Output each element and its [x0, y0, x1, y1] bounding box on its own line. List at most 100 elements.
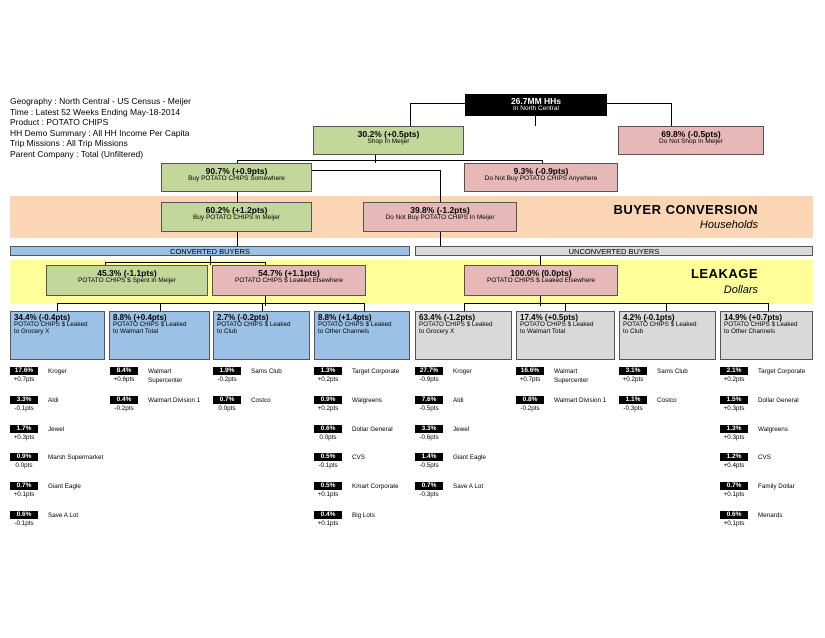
retailer-name: Kmart Corporate: [352, 483, 399, 490]
connector: [607, 103, 671, 104]
not-shop-box: 69.8% (-0.5pts) Do Not Shop In Meijer: [618, 126, 764, 155]
retailer-change: +0.4pts: [723, 462, 745, 469]
retailer-change: -0.3pts: [623, 405, 643, 412]
retailer-share: 1.5%: [720, 396, 748, 404]
retailer-change: -0.2pts: [114, 405, 134, 412]
retailer-change: +0.1pts: [317, 491, 339, 498]
node-label: Buy POTATO CHIPS Somewhere: [188, 174, 285, 182]
retailer-name: Walgreens: [352, 397, 382, 404]
retailer-share: 1.9%: [213, 367, 241, 375]
connector: [237, 232, 238, 246]
channel-value: 8.8% (+0.4pts): [113, 313, 167, 322]
connector: [440, 232, 441, 246]
channel-label: to Club: [623, 328, 643, 335]
retailer-change: +0.1pts: [317, 520, 339, 527]
channel-value: 34.4% (-0.4pts): [14, 313, 71, 322]
connector: [105, 262, 106, 265]
converted-buyers-header: CONVERTED BUYERS: [10, 246, 410, 256]
channel-box-grocery-unconverted: 63.4% (-1.2pts) POTATO CHIPS $ Leaked to…: [415, 311, 512, 360]
channel-label: to Other Channels: [724, 328, 776, 335]
channel-value: 4.2% (-0.1pts): [623, 313, 675, 322]
retailer-share: 0.7%: [415, 482, 443, 490]
retailer-share: 0.8%: [516, 396, 544, 404]
retailer-share: 8.4%: [110, 367, 138, 375]
retailer-share: 1.3%: [720, 425, 748, 433]
connector: [535, 116, 536, 126]
retailer-share: 0.7%: [213, 396, 241, 404]
shop-in-box: 30.2% (+0.5pts) Shop In Meijer: [313, 126, 464, 155]
channel-box-walmart-unconverted: 17.4% (+0.5pts) POTATO CHIPS $ Leaked to…: [516, 311, 615, 360]
node-label: POTATO CHIPS $ Spent in Meijer: [78, 276, 176, 284]
connector: [265, 296, 266, 306]
connector: [265, 262, 266, 265]
retailer-change: +0.2pts: [622, 376, 644, 383]
retailer-share: 0.6%: [10, 511, 38, 519]
retailer-name: Sams Club: [251, 368, 282, 375]
connector: [768, 303, 769, 311]
connector: [540, 256, 541, 265]
connector: [210, 256, 211, 265]
channel-box-club-unconverted: 4.2% (-0.1pts) POTATO CHIPS $ Leaked to …: [619, 311, 716, 360]
connector: [160, 303, 161, 311]
retailer-share: 0.7%: [10, 482, 38, 490]
node-value: 45.3% (-1.1pts): [97, 268, 157, 278]
retailer-name: Giant Eagle: [453, 454, 486, 461]
retailer-share: 3.1%: [619, 367, 647, 375]
geography-line: Geography : North Central - US Census - …: [10, 96, 191, 106]
retailer-name: Walgreens: [758, 426, 788, 433]
node-label: POTATO CHIPS $ Leaked Elsewhere: [486, 276, 596, 284]
connector: [237, 192, 238, 202]
retailer-share: 1.4%: [415, 453, 443, 461]
retailer-name: CVS: [352, 454, 365, 461]
not-buy-anywhere-box: 9.3% (-0.9pts) Do Not Buy POTATO CHIPS A…: [464, 163, 618, 192]
node-label: POTATO CHIPS $ Leaked Elsewhere: [234, 276, 344, 284]
retailer-name: Walmart Division 1: [554, 397, 607, 404]
node-value: 54.7% (+1.1pts): [258, 268, 320, 278]
retailer-name: Big Lots: [352, 512, 375, 519]
unconverted-buyers-header: UNCONVERTED BUYERS: [415, 246, 813, 256]
channel-box-walmart-converted: 8.8% (+0.4pts) POTATO CHIPS $ Leaked to …: [109, 311, 210, 360]
filter-info: Geography : North Central - US Census - …: [10, 96, 191, 159]
buy-somewhere-box: 90.7% (+0.9pts) Buy POTATO CHIPS Somewhe…: [161, 163, 312, 192]
retailer-name: Family Dollar: [758, 483, 795, 490]
connector: [440, 170, 441, 202]
buyer-conversion-title: BUYER CONVERSION: [613, 202, 758, 217]
retailer-name: Kroger: [453, 368, 472, 375]
retailer-name: Menards: [758, 512, 783, 519]
node-value: 60.2% (+1.2pts): [205, 205, 268, 215]
retailer-name: Kroger: [48, 368, 67, 375]
channel-label: POTATO CHIPS $ Leaked: [623, 321, 697, 329]
retailer-share: 0.9%: [314, 396, 342, 404]
retailer-name: Costco: [657, 397, 677, 404]
retailer-name: Dollar General: [758, 397, 799, 404]
retailer-share: 7.6%: [415, 396, 443, 404]
node-value: 9.3% (-0.9pts): [513, 166, 569, 176]
retailer-name: Walmart Division 1: [148, 397, 201, 404]
connector: [540, 296, 541, 306]
retailer-name: Dollar General: [352, 426, 393, 433]
channel-value: 63.4% (-1.2pts): [419, 313, 476, 322]
retailer-share: 27.7%: [415, 367, 443, 375]
node-value: 90.7% (+0.9pts): [205, 166, 268, 176]
leakage-title: LEAKAGE: [690, 266, 758, 281]
leaked-elsewhere-converted-box: 54.7% (+1.1pts) POTATO CHIPS $ Leaked El…: [212, 265, 366, 296]
connector: [671, 103, 672, 126]
channel-label: POTATO CHIPS $ Leaked: [724, 321, 798, 329]
channel-value: 14.9% (+0.7pts): [724, 313, 783, 322]
retailer-change: -0.1pts: [14, 520, 34, 527]
retailer-share: 0.4%: [110, 396, 138, 404]
